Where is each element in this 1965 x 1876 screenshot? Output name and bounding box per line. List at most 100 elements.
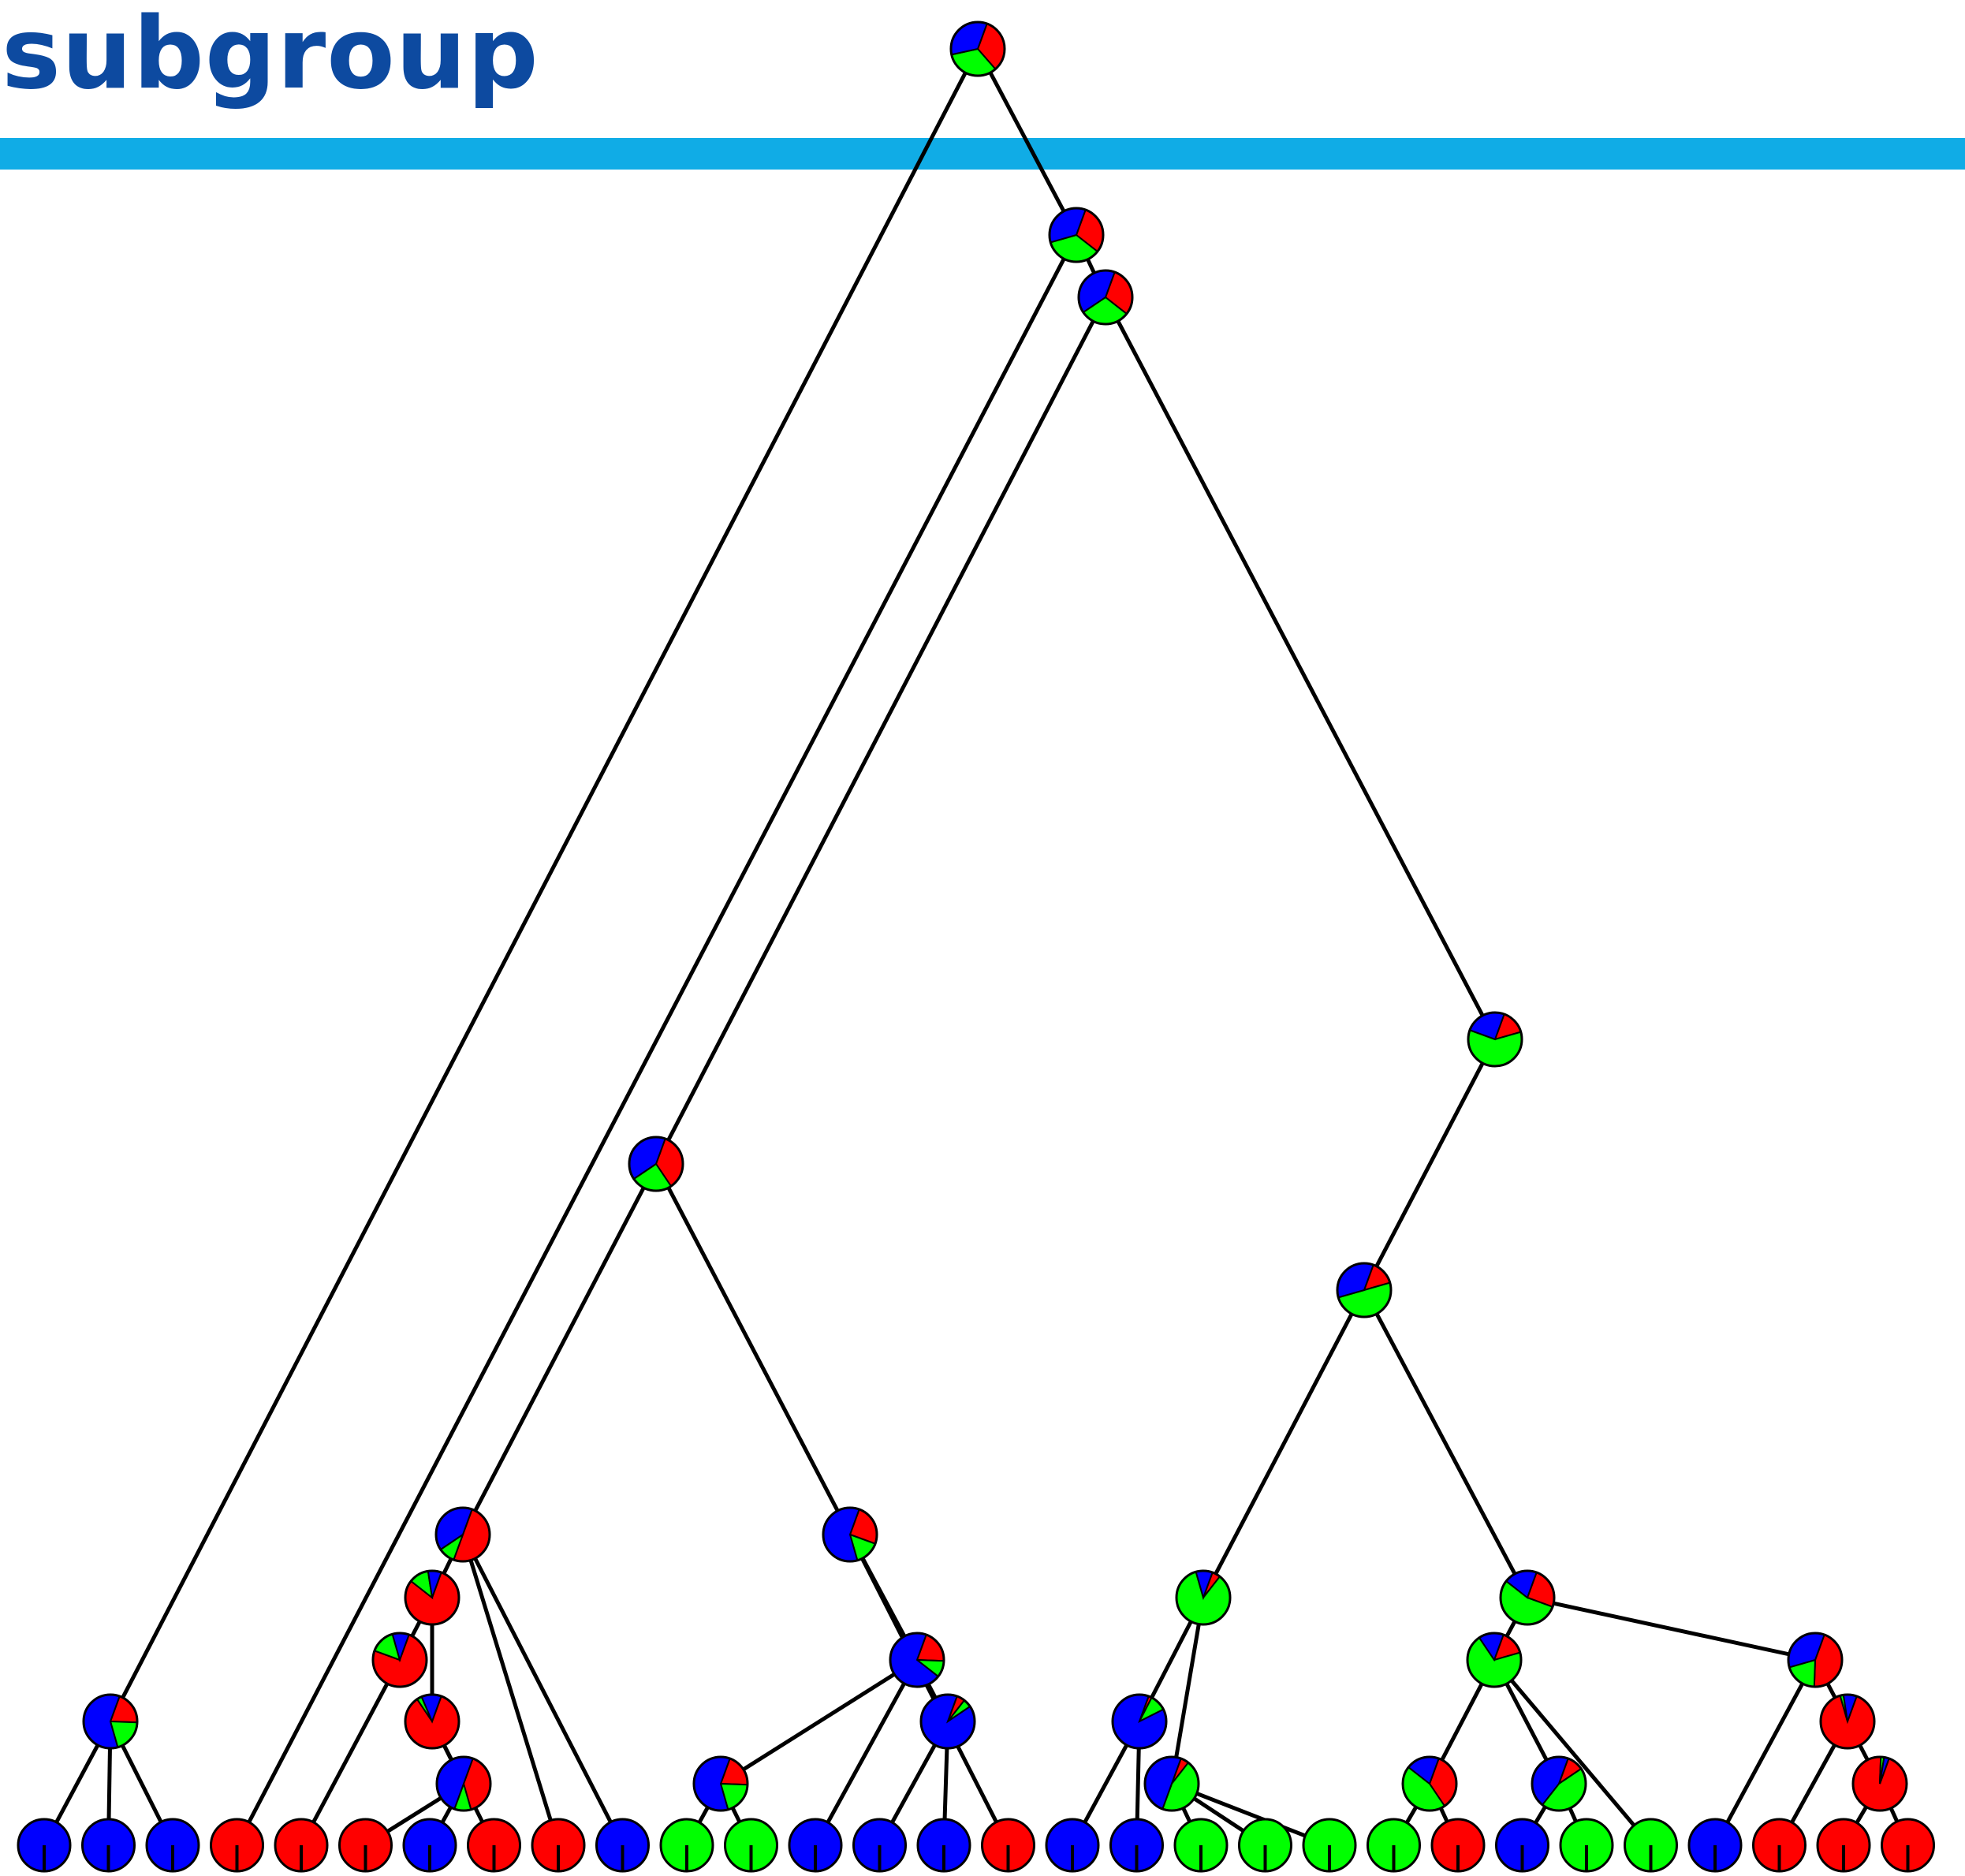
tree-node-n26 xyxy=(82,1693,139,1750)
leaf-red xyxy=(467,1818,521,1873)
tree-node-n20 xyxy=(1466,1632,1523,1688)
leaf-blue xyxy=(1687,1818,1743,1873)
node-outline xyxy=(1401,1755,1458,1812)
tree-node-n15 xyxy=(1336,1262,1393,1318)
leaf-blue xyxy=(81,1818,136,1873)
tree-nodes xyxy=(82,21,1908,1812)
node-outline xyxy=(1336,1262,1393,1318)
leaf-green xyxy=(1173,1818,1229,1873)
tree-node-n18 xyxy=(1111,1693,1168,1750)
tree-edge xyxy=(654,296,1108,1166)
tree-edges xyxy=(42,47,1910,1848)
leaf-red xyxy=(1430,1818,1486,1873)
leaf-blue xyxy=(852,1818,907,1873)
tree-edge xyxy=(813,1658,919,1847)
tree-node-n8 xyxy=(371,1632,428,1688)
tree-edge xyxy=(460,1534,561,1846)
tree-node-n24 xyxy=(1819,1693,1876,1750)
tree-node-n5 xyxy=(1467,1011,1523,1068)
node-outline xyxy=(435,1755,492,1812)
tree-edge xyxy=(460,1162,658,1536)
node-outline xyxy=(822,1506,878,1563)
tree-node-n4 xyxy=(628,1136,684,1192)
node-outline xyxy=(404,1693,460,1750)
leaf-green xyxy=(1624,1818,1678,1873)
node-outline xyxy=(1111,1693,1168,1750)
leaf-blue xyxy=(145,1818,200,1873)
leaf-green xyxy=(1367,1818,1421,1873)
leaf-red xyxy=(531,1818,586,1873)
leaf-blue xyxy=(402,1818,457,1873)
node-outline xyxy=(371,1632,428,1688)
tree-node-n10 xyxy=(435,1755,492,1812)
leaf-green xyxy=(1559,1818,1614,1873)
tree-edge xyxy=(1169,1597,1206,1785)
leaf-blue xyxy=(1495,1818,1549,1873)
leaf-red xyxy=(210,1818,264,1873)
tree-leaves xyxy=(17,1818,1935,1873)
tree-node-n23 xyxy=(1787,1632,1844,1688)
node-outline xyxy=(1466,1632,1523,1688)
node-outline xyxy=(1467,1011,1523,1068)
tree-edge xyxy=(1201,1289,1367,1599)
leaf-blue xyxy=(1109,1818,1164,1873)
leaf-blue xyxy=(17,1818,72,1873)
tree-node-n11 xyxy=(822,1506,878,1563)
node-outline xyxy=(692,1755,749,1812)
tree-edge xyxy=(1527,1595,1816,1662)
node-outline xyxy=(919,1693,976,1750)
leaf-green xyxy=(1238,1818,1292,1873)
tree-edge xyxy=(975,47,1079,237)
leaf-red xyxy=(1752,1818,1807,1873)
tree-edge xyxy=(1713,1658,1818,1847)
node-outline xyxy=(1175,1569,1232,1626)
tree-node-n16 xyxy=(1175,1569,1232,1626)
node-outline xyxy=(889,1632,945,1688)
leaf-red xyxy=(1881,1818,1935,1873)
leaf-green xyxy=(659,1818,714,1873)
tree-node-n6 xyxy=(434,1506,491,1563)
node-outline xyxy=(82,1693,139,1750)
tree-edge xyxy=(1362,1038,1497,1292)
leaf-green xyxy=(724,1818,778,1873)
tree-edge xyxy=(1103,296,1497,1041)
leaf-blue xyxy=(1045,1818,1100,1873)
tree-node-n21 xyxy=(1401,1755,1458,1812)
tree-edge xyxy=(460,1533,625,1847)
tree-edge xyxy=(654,1162,852,1536)
tree-node-n2 xyxy=(1048,207,1105,263)
node-outline xyxy=(1531,1755,1587,1812)
leaf-red xyxy=(981,1818,1035,1873)
header-bar xyxy=(0,138,1965,170)
node-outline xyxy=(1819,1693,1876,1750)
tree-edge xyxy=(1362,1289,1530,1599)
leaf-green xyxy=(1302,1818,1357,1873)
leaf-red xyxy=(1816,1818,1871,1873)
node-outline xyxy=(1048,207,1105,263)
tree-node-n9 xyxy=(404,1693,460,1750)
tree-edge xyxy=(299,1658,402,1847)
node-outline xyxy=(434,1506,491,1563)
tree-node-n14 xyxy=(919,1693,976,1750)
tree-node-n25 xyxy=(1851,1755,1908,1812)
tree-node-n19 xyxy=(1143,1755,1200,1812)
tree-edge xyxy=(848,1533,1010,1847)
tree-node-n17 xyxy=(1499,1569,1556,1626)
tree-node-root xyxy=(949,21,1006,77)
node-outline xyxy=(949,21,1006,77)
node-outline xyxy=(1499,1569,1556,1626)
tree-node-n7 xyxy=(404,1569,460,1626)
tree-node-n13 xyxy=(692,1755,749,1812)
node-outline xyxy=(1143,1755,1200,1812)
node-outline xyxy=(1077,269,1134,326)
tree-edge xyxy=(108,47,980,1723)
node-outline xyxy=(1851,1755,1908,1812)
node-outline xyxy=(628,1136,684,1192)
node-outline xyxy=(404,1569,460,1626)
tree-edge xyxy=(719,1658,919,1786)
leaf-blue xyxy=(595,1818,650,1873)
tree-node-n3 xyxy=(1077,269,1134,326)
leaf-blue xyxy=(788,1818,843,1873)
leaf-blue xyxy=(916,1818,971,1873)
